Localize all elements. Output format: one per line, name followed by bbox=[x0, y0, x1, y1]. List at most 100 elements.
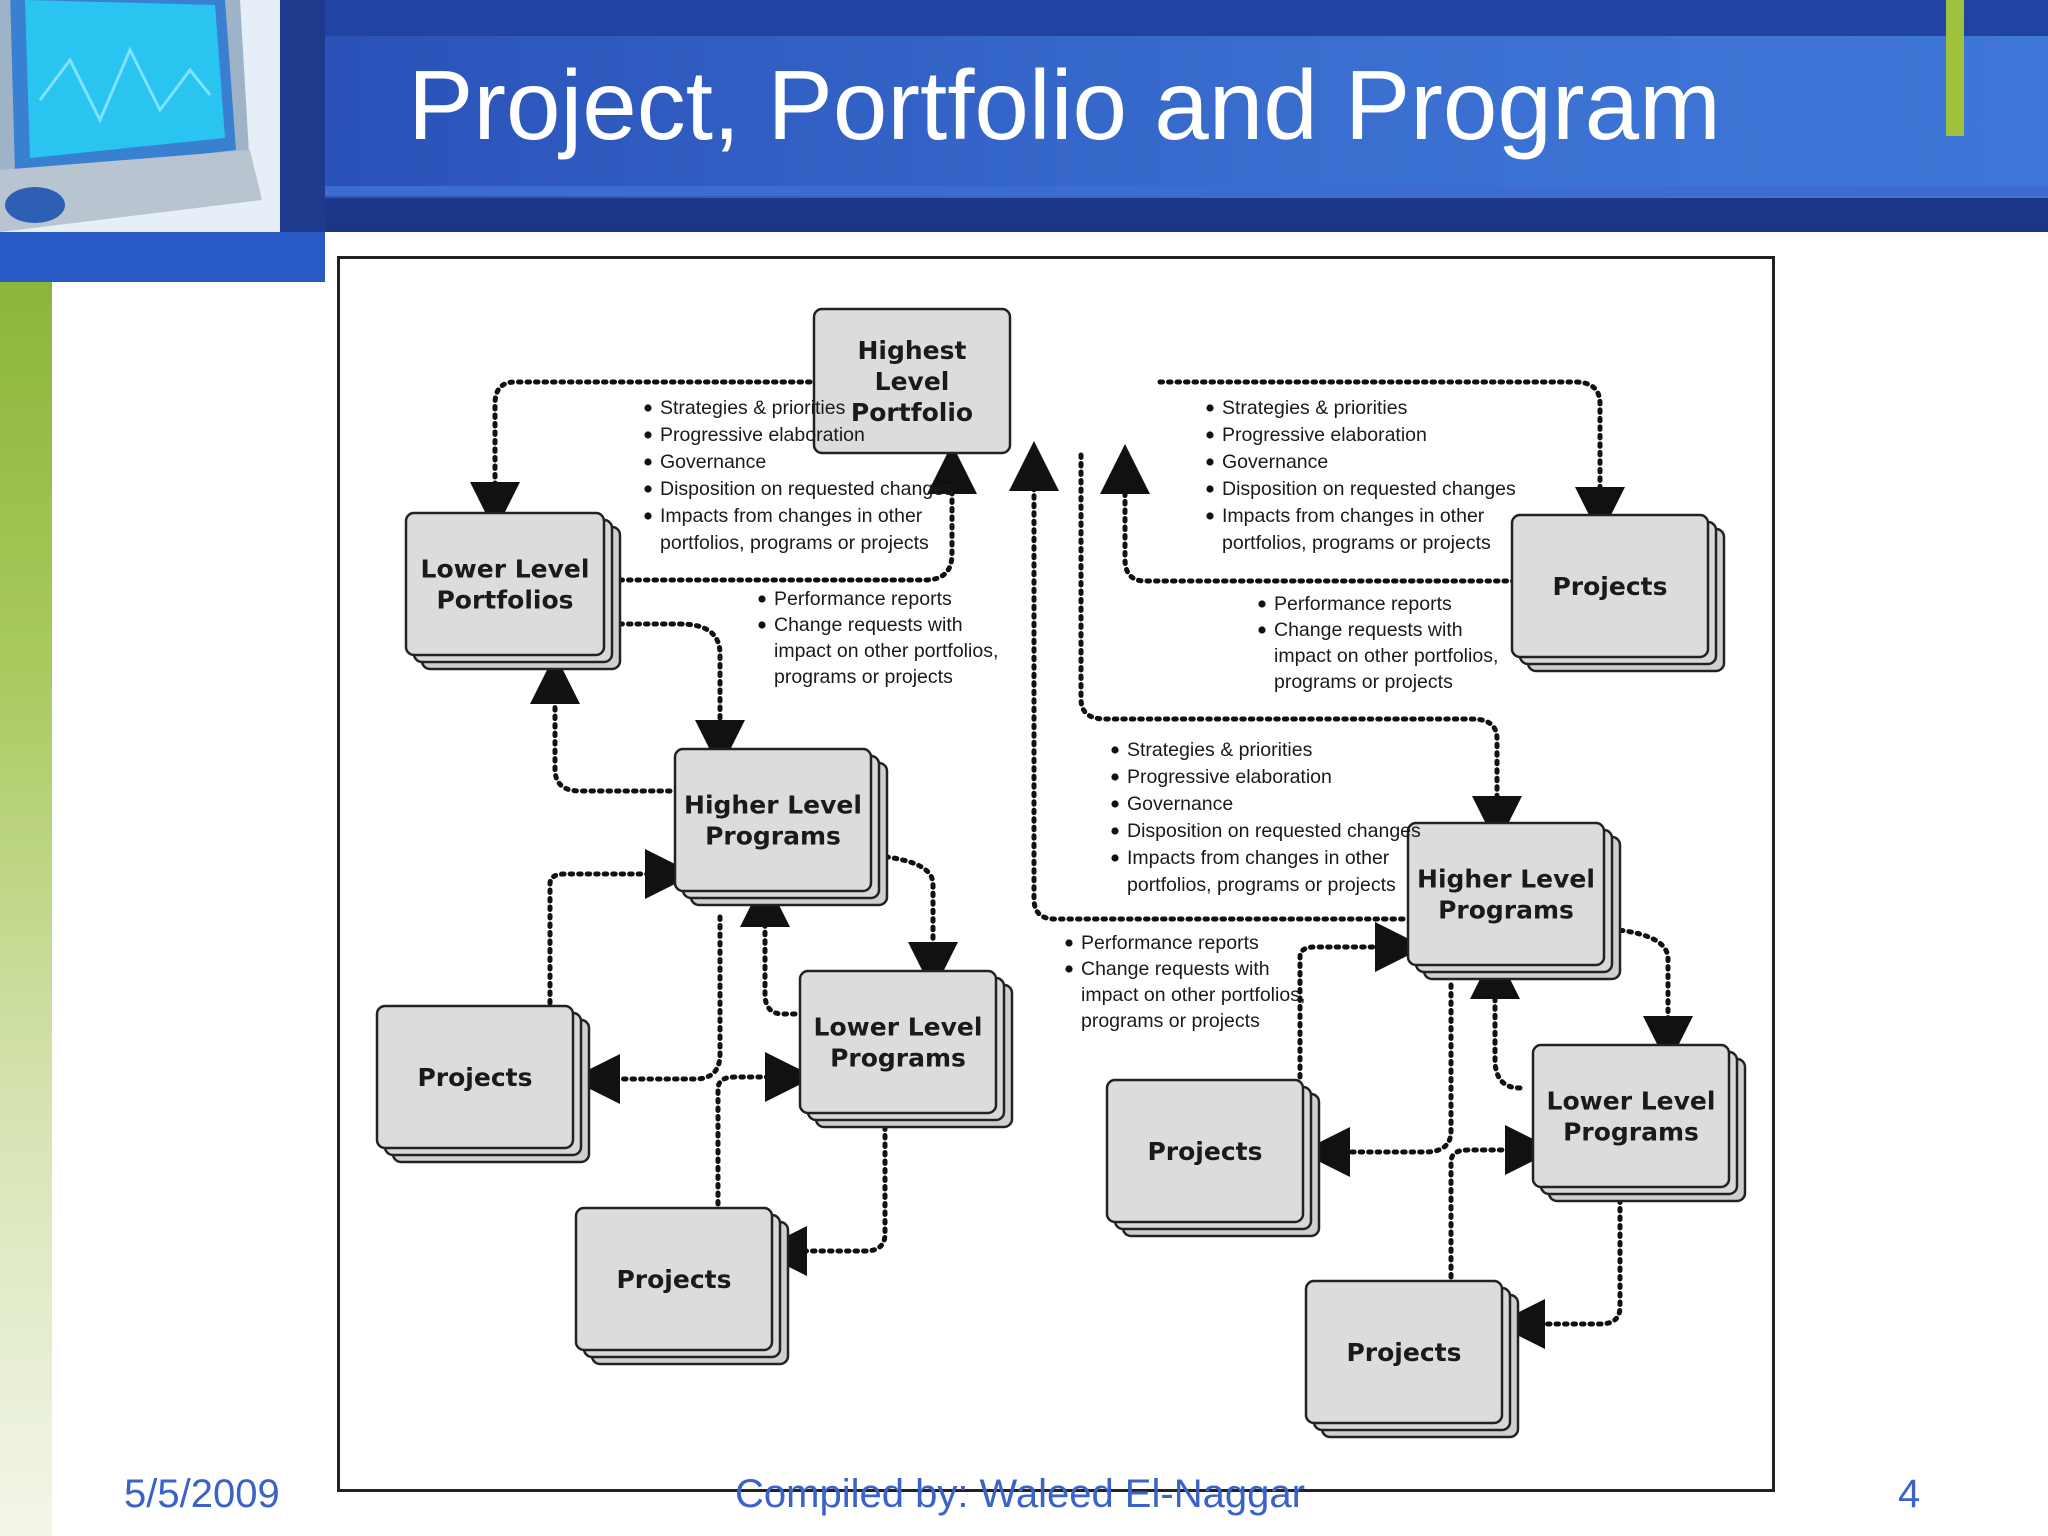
note-line: Change requests with bbox=[1274, 619, 1463, 641]
note-line: Performance reports bbox=[774, 588, 952, 610]
box-label: Projects bbox=[616, 1265, 731, 1294]
bullet-icon bbox=[1111, 773, 1119, 781]
bullet-icon bbox=[1065, 965, 1073, 973]
connector-lower-programs-right-to-higher-programs-right bbox=[1470, 949, 1523, 1091]
note-line: Disposition on requested changes bbox=[1127, 820, 1421, 842]
connectors bbox=[470, 379, 1693, 1349]
bullet-icon bbox=[1111, 746, 1119, 754]
note-line: Change requests with bbox=[774, 614, 963, 636]
box-label: Projects bbox=[417, 1063, 532, 1092]
box-label: Portfolio bbox=[851, 398, 973, 427]
box-label: Programs bbox=[1438, 896, 1574, 925]
connector-portfolio-to-higher-programs-right bbox=[1078, 452, 1522, 846]
note-line: impact on other portfolios, bbox=[774, 640, 998, 662]
connector-lower-portfolios-to-higher-programs-left bbox=[617, 621, 745, 770]
note-line: portfolios, programs or projects bbox=[660, 532, 929, 554]
title-band bbox=[325, 36, 2048, 198]
accent-bar bbox=[1946, 0, 1964, 136]
title-stripe bbox=[325, 186, 2048, 196]
computer-monitor-logo bbox=[0, 0, 280, 232]
connector-higher-programs-left-to-lower-portfolios bbox=[530, 654, 673, 794]
note-line: portfolios, programs or projects bbox=[1127, 874, 1396, 896]
bullet-icon bbox=[1065, 939, 1073, 947]
note-line: Impacts from changes in other bbox=[1127, 847, 1390, 869]
box-projects-top-right: Projects bbox=[1510, 513, 1726, 673]
note-line: Strategies & priorities bbox=[1222, 397, 1408, 419]
bullet-icon bbox=[1206, 512, 1214, 520]
note-line: programs or projects bbox=[774, 666, 953, 688]
note-line: impact on other portfolios, bbox=[1274, 645, 1498, 667]
connector-projects-to-portfolio bbox=[1100, 444, 1518, 584]
connector-lower-programs-right-to-projects-right-b bbox=[1495, 1197, 1623, 1349]
box-label: Programs bbox=[830, 1044, 966, 1073]
connector-portfolio-to-projects bbox=[1157, 379, 1625, 537]
box-label: Level bbox=[875, 367, 950, 396]
box-projects-right-a: Projects bbox=[1105, 1078, 1321, 1238]
connector-projects-left-b-to-lower-programs-left bbox=[715, 1052, 815, 1207]
note-line: Change requests with bbox=[1081, 958, 1270, 980]
box-label: Portfolios bbox=[436, 586, 573, 615]
box-label: Highest bbox=[858, 336, 967, 365]
bullet-icon bbox=[644, 485, 652, 493]
blue-strip bbox=[0, 232, 325, 282]
box-label: Higher Level bbox=[1417, 865, 1595, 894]
bullet-icon bbox=[1206, 404, 1214, 412]
bullet-icon bbox=[1206, 431, 1214, 439]
note-line: Progressive elaboration bbox=[660, 424, 865, 446]
note-line: Progressive elaboration bbox=[1127, 766, 1332, 788]
box-label: Projects bbox=[1346, 1338, 1461, 1367]
box-label: Lower Level bbox=[814, 1013, 983, 1042]
box-label: Higher Level bbox=[684, 791, 862, 820]
box-label: Programs bbox=[1563, 1118, 1699, 1147]
bullet-icon bbox=[1111, 854, 1119, 862]
note-line: Impacts from changes in other bbox=[660, 505, 923, 527]
box-label: Lower Level bbox=[421, 555, 590, 584]
note-line: Performance reports bbox=[1081, 932, 1259, 954]
box-label: Programs bbox=[705, 822, 841, 851]
note-line: portfolios, programs or projects bbox=[1222, 532, 1491, 554]
connector-higher-programs-right-to-portfolio bbox=[1009, 441, 1406, 922]
green-gradient-strip bbox=[0, 282, 52, 1536]
box-label: Projects bbox=[1147, 1137, 1262, 1166]
bullet-icon bbox=[1206, 458, 1214, 466]
note-line: Strategies & priorities bbox=[660, 397, 846, 419]
connector-higher-programs-right-to-projects-right-a bbox=[1300, 982, 1454, 1177]
connector-lower-programs-left-to-projects-left-b bbox=[757, 1124, 888, 1276]
bullet-icon bbox=[758, 621, 766, 629]
bullet-icon bbox=[1258, 626, 1266, 634]
connector-lower-programs-left-to-higher-programs-left bbox=[740, 877, 798, 1017]
note-line: Impacts from changes in other bbox=[1222, 505, 1485, 527]
connector-lower-portfolios-to-portfolio bbox=[617, 444, 977, 583]
note-line: programs or projects bbox=[1274, 671, 1453, 693]
note-line: Progressive elaboration bbox=[1222, 424, 1427, 446]
bullet-icon bbox=[1258, 600, 1266, 608]
note-line: Governance bbox=[660, 451, 766, 473]
bullet-icon bbox=[758, 595, 766, 603]
connector-higher-programs-left-to-projects-left-a bbox=[570, 914, 723, 1104]
connector-projects-right-b-to-lower-programs-right bbox=[1448, 1125, 1555, 1280]
note-line: Disposition on requested changes bbox=[1222, 478, 1516, 500]
connector-projects-left-a-to-higher-programs-left bbox=[547, 849, 695, 1006]
note-line: Strategies & priorities bbox=[1127, 739, 1313, 761]
note-line: Disposition on requested changes bbox=[660, 478, 954, 500]
note-line: impact on other portfolios, bbox=[1081, 984, 1305, 1006]
bullet-icon bbox=[1111, 827, 1119, 835]
note-line: Governance bbox=[1222, 451, 1328, 473]
box-projects-right-b: Projects bbox=[1304, 1279, 1520, 1439]
bullet-icon bbox=[644, 458, 652, 466]
footer-credit: Compiled by: Waleed El-Naggar bbox=[735, 1472, 1305, 1516]
bullet-icon bbox=[644, 431, 652, 439]
box-projects-left-a: Projects bbox=[375, 1004, 591, 1164]
